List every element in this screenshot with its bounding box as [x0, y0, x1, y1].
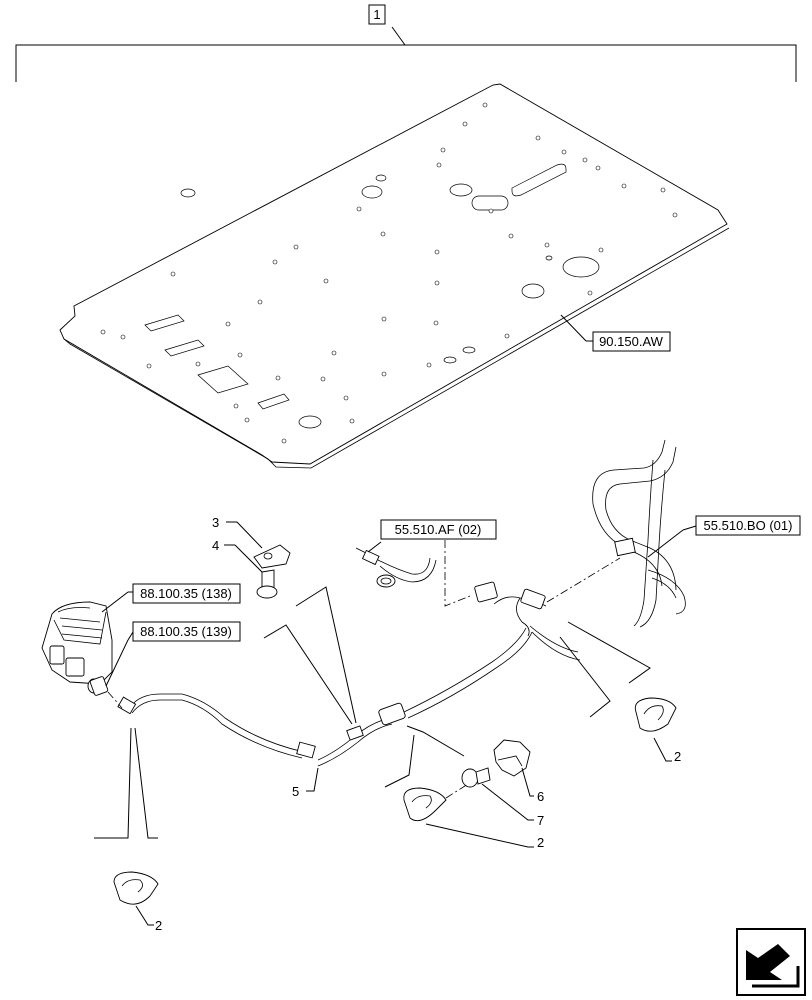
valve-body: [41, 601, 113, 696]
assembly-number-box[interactable]: 1: [368, 4, 386, 25]
grommet-middle: [403, 787, 447, 822]
callout-5: 5: [292, 784, 299, 799]
ref-connector-bo-text: 55.510.BO (01): [704, 518, 793, 533]
callout-2-left: 2: [155, 918, 162, 933]
clip-part: [493, 739, 531, 777]
dash-bolt: [445, 783, 469, 799]
assembly-bracket: [15, 26, 797, 82]
callout-4: 4: [212, 538, 219, 553]
bolt-part: [461, 767, 491, 788]
ref-connector-af-text: 55.510.AF (02): [395, 522, 482, 537]
existing-harness: [592, 439, 686, 628]
floor-plate: [59, 83, 730, 469]
ref-valve-138-text: 88.100.35 (138): [140, 586, 232, 601]
ref-floor-plate[interactable]: 90.150.AW: [592, 331, 671, 352]
ref-valve-139-text: 88.100.35 (139): [140, 624, 232, 639]
section-cut-lines: [94, 586, 651, 839]
callout-3: 3: [212, 515, 219, 530]
callout-2-right: 2: [674, 749, 681, 764]
grommet-right: [634, 697, 677, 732]
assembly-number: 1: [373, 7, 380, 22]
ref-connector-af[interactable]: 55.510.AF (02): [380, 519, 497, 540]
next-page-arrow-icon[interactable]: [736, 928, 806, 996]
connector-af-illustration: [355, 547, 437, 588]
grommet-left: [113, 871, 159, 905]
dash-valve: [107, 691, 123, 709]
dash-bo: [546, 557, 621, 603]
screw-part: [256, 569, 278, 599]
bracket-part: [253, 544, 291, 569]
callout-7: 7: [537, 813, 544, 828]
ref-valve-139[interactable]: 88.100.35 (139): [132, 621, 241, 642]
dash-af: [444, 540, 471, 607]
ref-connector-bo[interactable]: 55.510.BO (01): [695, 515, 801, 536]
callout-2-middle: 2: [537, 835, 544, 850]
harness-assembly: [117, 581, 581, 767]
callout-6: 6: [537, 789, 544, 804]
ref-floor-plate-text: 90.150.AW: [599, 334, 664, 349]
ref-valve-138[interactable]: 88.100.35 (138): [132, 583, 241, 604]
